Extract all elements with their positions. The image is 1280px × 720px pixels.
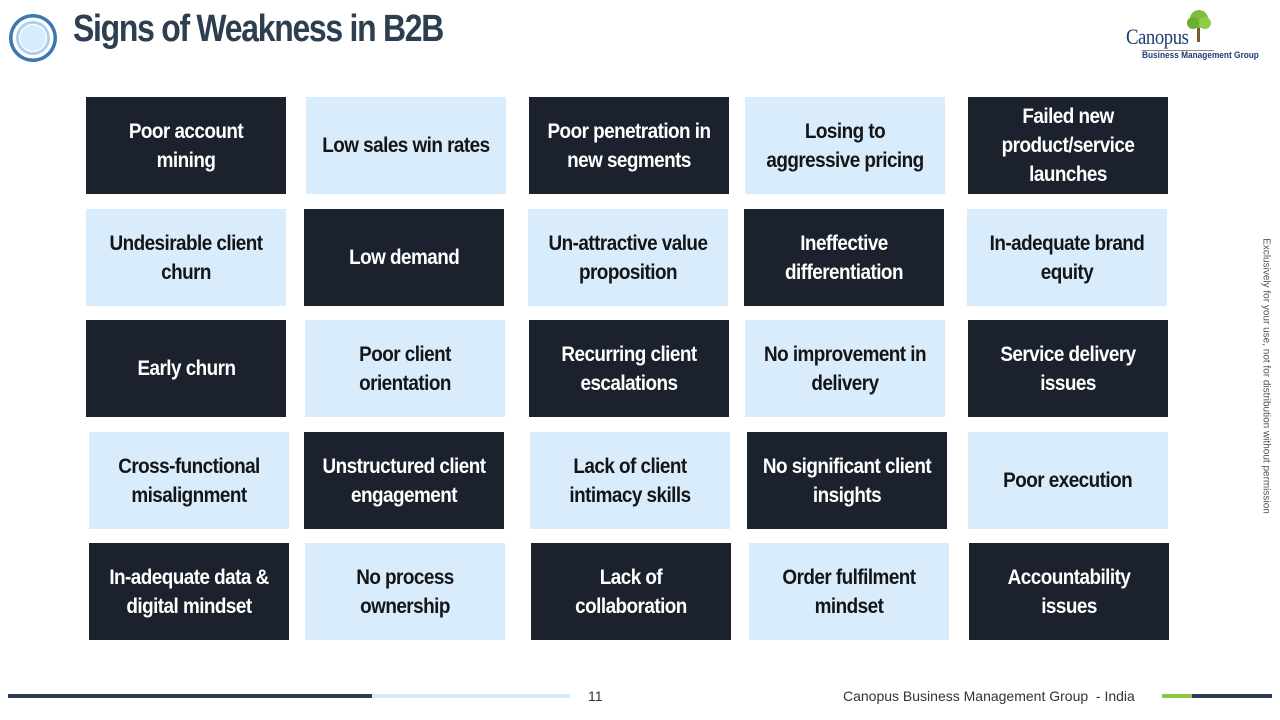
- tile-process-ownership: No process ownership: [305, 543, 505, 640]
- page-title: Signs of Weakness in B2B: [73, 8, 444, 50]
- tile-label: Low sales win rates: [322, 134, 490, 157]
- tile-label: No improvement in delivery: [764, 342, 927, 395]
- tile-label: No significant client insights: [762, 454, 932, 507]
- tile-label: Poor account mining: [128, 119, 244, 172]
- tile-client-escalations: Recurring client escalations: [529, 320, 729, 417]
- tile-label: Failed new product/service launches: [1001, 105, 1135, 186]
- logo-subtitle: Business Management Group: [1142, 50, 1259, 60]
- page-number: 11: [588, 688, 603, 704]
- logo-wordmark: Canopus: [1126, 24, 1189, 49]
- tile-cross-functional: Cross-functional misalignment: [89, 432, 289, 529]
- logo-divider: [1142, 50, 1214, 51]
- footer-bar-dark: [8, 694, 372, 698]
- tile-accountability: Accountability issues: [969, 543, 1169, 640]
- tile-ineffective-differentiation: Ineffective differentiation: [744, 209, 944, 306]
- tile-poor-penetration: Poor penetration in new segments: [529, 97, 729, 194]
- footer-bar-dark-right: [1192, 694, 1272, 698]
- tile-label: Recurring client escalations: [561, 342, 697, 395]
- tile-brand-equity: In-adequate brand equity: [967, 209, 1167, 306]
- tile-label: Losing to aggressive pricing: [766, 119, 924, 172]
- tile-label: Poor execution: [1003, 469, 1134, 492]
- footer-company: Canopus Business Management Group - Indi…: [843, 688, 1135, 704]
- tile-label: Poor penetration in new segments: [547, 119, 711, 172]
- tile-unstructured-engagement: Unstructured client engagement: [304, 432, 504, 529]
- tile-label: Order fulfilment mindset: [782, 565, 916, 618]
- tile-poor-account-mining: Poor account mining: [86, 97, 286, 194]
- tile-low-demand: Low demand: [304, 209, 504, 306]
- footer-bar-green: [1162, 694, 1192, 698]
- tile-failed-launches: Failed new product/service launches: [968, 97, 1168, 194]
- tile-poor-execution: Poor execution: [968, 432, 1168, 529]
- tile-label: Unstructured client engagement: [322, 454, 486, 507]
- tile-label: Lack of client intimacy skills: [569, 454, 691, 507]
- tile-lack-collaboration: Lack of collaboration: [531, 543, 731, 640]
- tile-early-churn: Early churn: [86, 320, 286, 417]
- tile-client-intimacy: Lack of client intimacy skills: [530, 432, 730, 529]
- canopus-logo: Canopus Business Management Group: [1120, 8, 1270, 64]
- tile-label: Lack of collaboration: [575, 565, 687, 618]
- tile-label: Un-attractive value proposition: [548, 231, 708, 284]
- tile-label: In-adequate data & digital mindset: [109, 565, 269, 618]
- tile-digital-mindset: In-adequate data & digital mindset: [89, 543, 289, 640]
- tile-client-orientation: Poor client orientation: [305, 320, 505, 417]
- distribution-notice: Exclusively for your use, not for distri…: [1260, 238, 1272, 514]
- footer-bar-light: [372, 694, 570, 698]
- tile-label: Poor client orientation: [359, 342, 451, 395]
- tile-value-proposition: Un-attractive value proposition: [528, 209, 728, 306]
- tile-undesirable-churn: Undesirable client churn: [86, 209, 286, 306]
- tile-label: Early churn: [136, 357, 236, 380]
- tile-losing-to-pricing: Losing to aggressive pricing: [745, 97, 945, 194]
- tile-label: Cross-functional misalignment: [118, 454, 260, 507]
- title-circle-icon: [9, 14, 57, 62]
- tile-order-fulfilment: Order fulfilment mindset: [749, 543, 949, 640]
- tile-label: Accountability issues: [1007, 565, 1131, 618]
- tile-label: Undesirable client churn: [109, 231, 263, 284]
- tile-client-insights: No significant client insights: [747, 432, 947, 529]
- tile-low-sales-win-rates: Low sales win rates: [306, 97, 506, 194]
- tile-label: In-adequate brand equity: [989, 231, 1145, 284]
- tree-icon: [1187, 10, 1211, 42]
- tile-label: No process ownership: [356, 565, 454, 618]
- tile-no-improvement-delivery: No improvement in delivery: [745, 320, 945, 417]
- tile-label: Ineffective differentiation: [785, 231, 903, 284]
- tile-label: Service delivery issues: [1000, 342, 1136, 395]
- tile-label: Low demand: [348, 246, 460, 269]
- tile-service-delivery: Service delivery issues: [968, 320, 1168, 417]
